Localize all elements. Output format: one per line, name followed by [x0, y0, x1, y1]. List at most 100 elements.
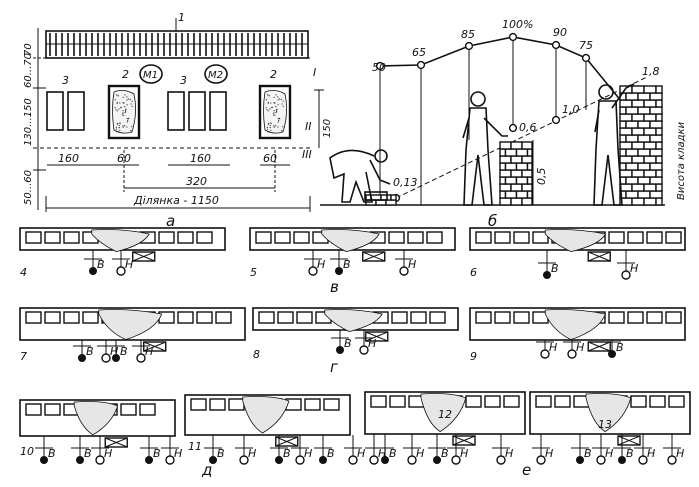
height-pct-90: 90 [553, 26, 567, 39]
brick [390, 194, 397, 201]
mark-circle [139, 64, 163, 84]
worker-v-marker [78, 354, 86, 362]
brick [625, 106, 639, 115]
mortar-dot [277, 99, 279, 101]
brick [631, 183, 645, 192]
mortar-dot [265, 99, 267, 101]
brick [643, 155, 657, 164]
strip-brick [513, 311, 530, 324]
pallet-cross [132, 251, 155, 262]
brick [526, 190, 533, 199]
worker-v-marker [319, 456, 327, 464]
strip-brick [63, 311, 80, 324]
brick [521, 197, 533, 206]
brick [655, 169, 663, 178]
worker-n-letter: Н [304, 447, 312, 460]
mortar-dot [273, 125, 275, 127]
mortar-dot [280, 98, 282, 101]
mortar-dot [275, 94, 277, 96]
brick [515, 190, 529, 199]
brick [631, 99, 645, 108]
strip-brick [44, 403, 61, 416]
strip-brick [475, 311, 492, 324]
brick [637, 106, 651, 115]
brick [625, 190, 639, 199]
panel-g-label: г [330, 358, 338, 376]
strip-brick [665, 231, 682, 244]
curve-point [375, 61, 385, 71]
worker-n-marker [359, 345, 369, 355]
strip-brick [63, 231, 80, 244]
strip-brick [668, 395, 685, 408]
scheme-number: 9 [470, 350, 477, 363]
strip-brick [277, 311, 294, 324]
scheme-number: 13 [598, 418, 612, 431]
mortar-dot [125, 108, 127, 110]
mortar-dot [122, 125, 124, 127]
mortar-dot [273, 102, 276, 104]
worker-n-marker [540, 349, 550, 359]
brick [655, 113, 663, 122]
worker-n-letter: Н [630, 262, 638, 275]
brick-pallet [188, 91, 206, 131]
dim-60-70: 60...70 [23, 53, 34, 88]
worker-n-letter: Н [408, 258, 416, 271]
worker-n-letter: Н [460, 447, 468, 460]
mortar-dot [272, 114, 275, 116]
mortar-dot [275, 106, 277, 108]
strip-brick [407, 231, 424, 244]
worker-standing-high [593, 83, 635, 206]
worker-n-letter: Н [368, 337, 376, 350]
zone-1: І [313, 66, 316, 79]
brick [625, 148, 639, 157]
pallet-cross [362, 251, 385, 262]
scheme-number: 10 [20, 445, 34, 458]
brick [649, 176, 663, 185]
mortar-dot [127, 119, 129, 122]
worker-v-marker [608, 350, 616, 358]
item-number-2a: 2 [122, 68, 129, 81]
brick [643, 169, 657, 178]
mortar-dot [117, 130, 119, 133]
worker-n-marker [308, 266, 318, 276]
worker-n-marker [451, 455, 461, 465]
brick [637, 92, 651, 101]
strip-brick [484, 395, 501, 408]
brick [619, 148, 627, 157]
brick [631, 127, 645, 136]
strip-brick [410, 311, 427, 324]
mortar-dot [120, 107, 122, 109]
pallet-cross [588, 251, 611, 262]
brick [643, 141, 657, 150]
strip-brick [535, 395, 552, 408]
mortar-dot [270, 129, 272, 131]
mortar-dot [126, 99, 128, 101]
brick [643, 183, 657, 192]
worker-n-letter: Н [145, 345, 153, 358]
brick [515, 176, 529, 185]
strip-brick [323, 398, 340, 411]
brick [655, 183, 663, 192]
worker-n-marker [295, 455, 305, 465]
worker-n-marker [407, 455, 417, 465]
strip-brick [630, 395, 647, 408]
worker-v-marker [40, 456, 48, 464]
item-number-3a: 3 [62, 74, 69, 87]
pallet-cross [452, 435, 476, 446]
brick [625, 162, 639, 171]
worker-n-marker [348, 455, 358, 465]
brick [649, 106, 663, 115]
mark-circle [204, 64, 228, 84]
brick [510, 155, 523, 164]
brick [619, 183, 633, 192]
mortar-dot [130, 103, 132, 105]
strip-brick [293, 231, 310, 244]
panel-b-label: б [488, 212, 497, 230]
mortar-dot [131, 130, 133, 132]
worker-v-marker [618, 456, 626, 464]
worker-n-marker [596, 455, 606, 465]
brick [631, 155, 645, 164]
